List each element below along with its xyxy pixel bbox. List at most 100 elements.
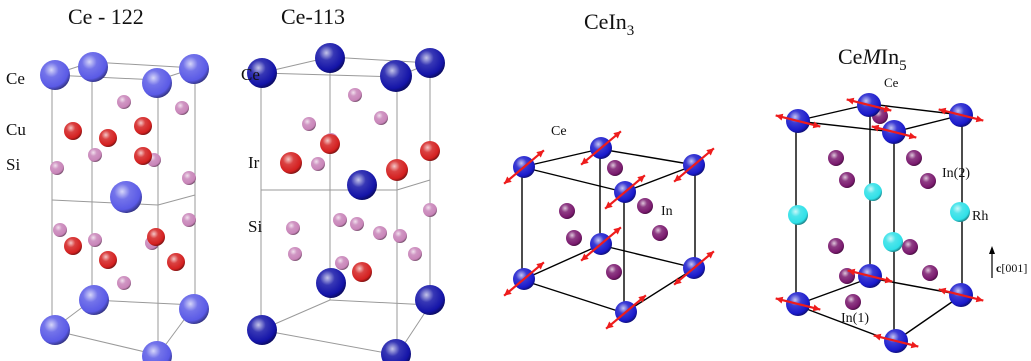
si-atom: [53, 223, 67, 237]
in-atom: [606, 264, 622, 280]
ir-atom: [352, 262, 372, 282]
ce-atom: [79, 285, 109, 315]
cein3-edge: [599, 148, 696, 166]
ce-atom: [179, 54, 209, 84]
in-atom: [845, 294, 861, 310]
si-atom: [175, 101, 189, 115]
ce-atom: [381, 339, 411, 361]
si-atom: [374, 111, 388, 125]
ce-atom: [142, 68, 172, 98]
label-ce-p4: Ce: [884, 75, 899, 90]
si-atom: [350, 217, 364, 231]
spin-arrow: [503, 149, 545, 185]
cu-atom: [134, 147, 152, 165]
ce-atom: [78, 52, 108, 82]
si-atom: [88, 233, 102, 247]
label-in-p3: In: [661, 204, 673, 219]
spin-arrow: [775, 296, 821, 312]
label-si-p2: Si: [248, 217, 262, 236]
cein3-edge: [521, 166, 625, 193]
cu-atom: [99, 129, 117, 147]
spin-arrow: [846, 97, 892, 113]
in-atom: [839, 172, 855, 188]
ir-atom: [386, 159, 408, 181]
label-cu-p1: Cu: [6, 120, 26, 139]
si-atom: [333, 213, 347, 227]
ce-atom: [380, 60, 412, 92]
spin-arrow: [938, 287, 984, 303]
cemin5-unit-cell-frame: [795, 103, 963, 343]
si-atom: [302, 117, 316, 131]
ce122-atoms: [40, 52, 209, 361]
in-atom: [559, 203, 575, 219]
label-rh-p4: Rh: [972, 209, 988, 224]
ce-atom: [415, 48, 445, 78]
spin-arrow: [605, 294, 647, 330]
ce113-edge: [329, 299, 431, 306]
ce-atom: [179, 294, 209, 324]
ir-atom: [420, 141, 440, 161]
cu-atom: [167, 253, 185, 271]
cu-atom: [99, 251, 117, 269]
spin-arrow: [938, 107, 984, 123]
ce113-unit-cell-frame: [260, 56, 431, 356]
ce122-edge: [157, 194, 196, 206]
cein3-edge: [623, 164, 696, 193]
rh-atom: [950, 202, 970, 222]
cein3-atoms: [503, 130, 715, 330]
in-atom: [566, 230, 582, 246]
title-cein3: CeIn3: [584, 9, 634, 39]
label-ce-p3: Ce: [551, 124, 567, 139]
si-atom: [393, 229, 407, 243]
label-in2-p4: In(2): [942, 166, 970, 181]
ce122-structure: Ce Cu Si: [6, 52, 209, 361]
ce122-edge: [51, 199, 159, 206]
ce-atom: [142, 341, 172, 361]
spin-arrow: [871, 124, 917, 140]
cemin5-atoms: [775, 93, 984, 353]
spin-arrow: [847, 268, 893, 284]
ir-atom: [320, 134, 340, 154]
in-atom: [652, 225, 668, 241]
label-ir-p2: Ir: [248, 153, 260, 172]
label-ce-p1: Ce: [6, 69, 25, 88]
si-atom: [88, 148, 102, 162]
cu-atom: [134, 117, 152, 135]
cein3-edge: [521, 244, 601, 281]
ce-atom: [40, 60, 70, 90]
ce122-edge: [91, 299, 196, 306]
rh-atom: [864, 183, 882, 201]
si-atom: [117, 95, 131, 109]
in-atom: [902, 239, 918, 255]
cu-atom: [64, 122, 82, 140]
ce122-edge: [51, 329, 159, 356]
cein3-edge: [623, 267, 696, 314]
ce-atom: [315, 43, 345, 73]
c-axis-label: c[001]: [996, 261, 1027, 275]
cein3-edge: [521, 279, 625, 314]
rh-atom: [883, 232, 903, 252]
ce-atom: [247, 58, 277, 88]
in-atom: [828, 238, 844, 254]
spin-arrow: [775, 113, 821, 129]
ce113-structure: Ce Ir Si: [241, 43, 445, 361]
cein3-unit-cell-frame: [521, 148, 696, 314]
ce-atom: [316, 268, 346, 298]
in-atom: [906, 150, 922, 166]
si-atom: [182, 213, 196, 227]
title-ce113: Ce-113: [281, 4, 345, 29]
ce122-edge: [91, 61, 196, 69]
si-atom: [311, 157, 325, 171]
ce113-edge: [260, 72, 398, 78]
ir-atom: [280, 152, 302, 174]
spin-arrow: [580, 130, 622, 166]
rh-atom: [788, 205, 808, 225]
spin-arrow: [873, 333, 919, 349]
in-atom: [607, 160, 623, 176]
si-atom: [286, 221, 300, 235]
in-atom: [637, 198, 653, 214]
ce113-edge: [396, 179, 431, 191]
ce-atom: [110, 181, 142, 213]
si-atom: [335, 256, 349, 270]
